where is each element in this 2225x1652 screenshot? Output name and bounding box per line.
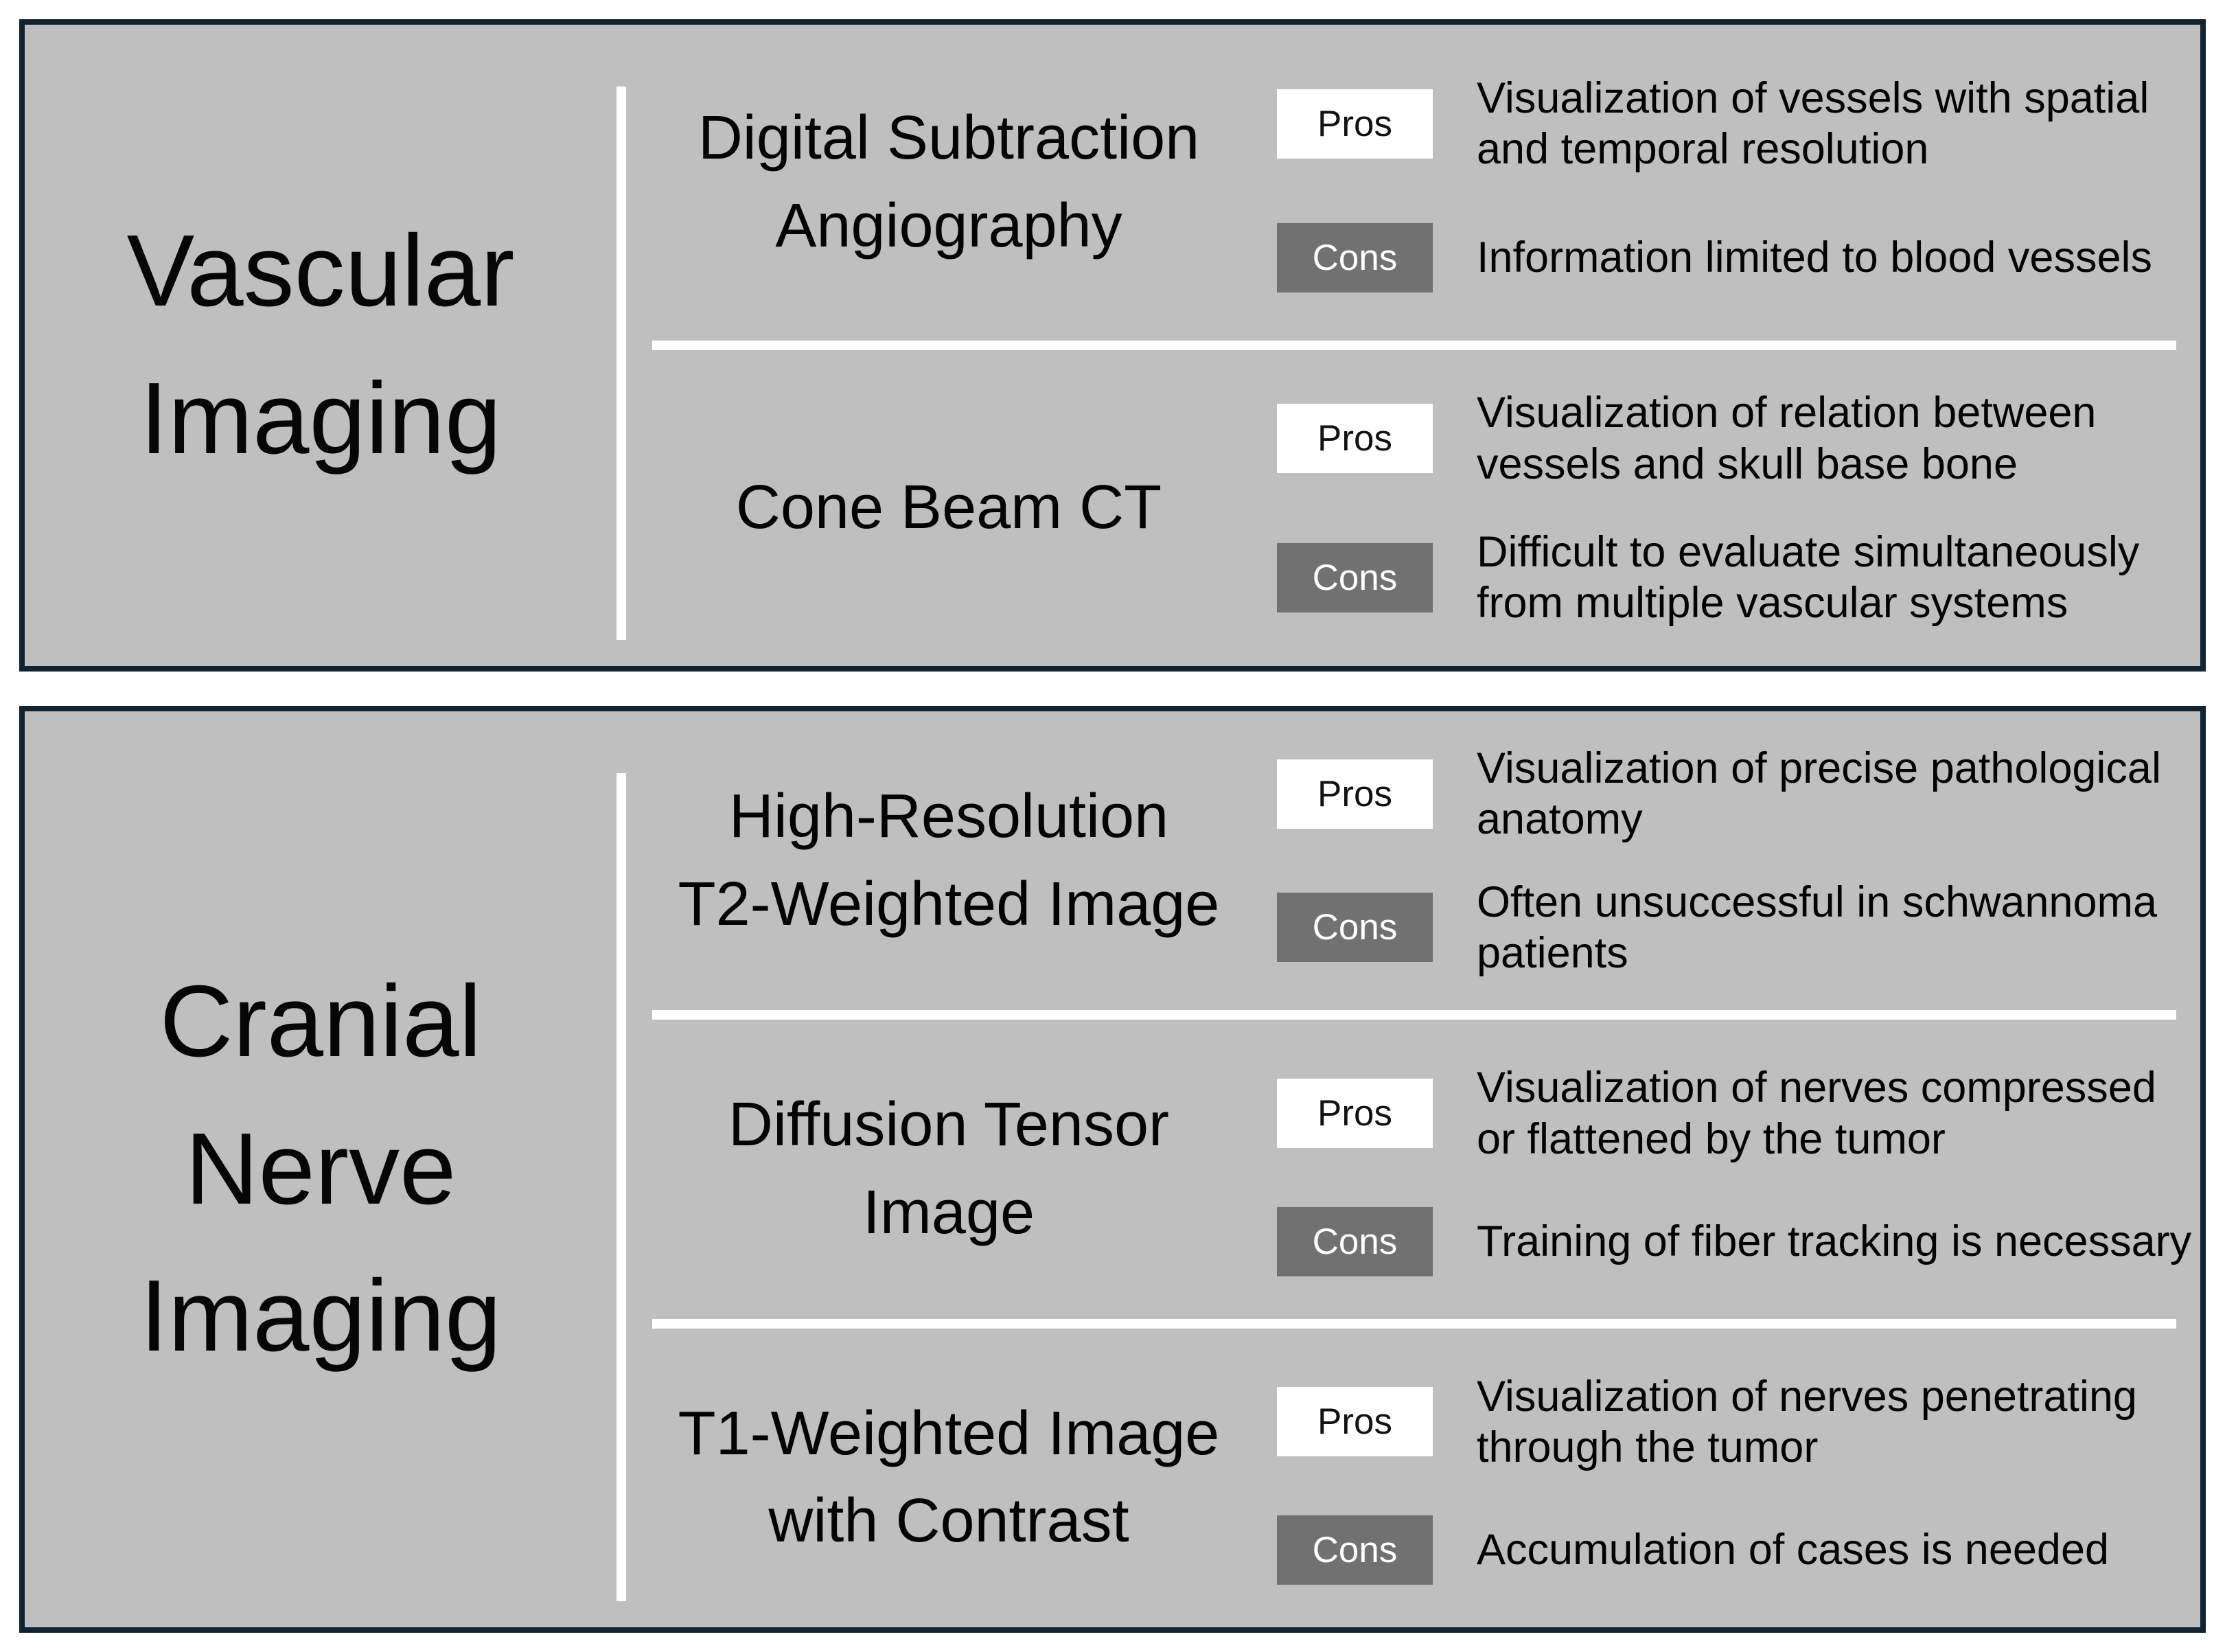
row-t1-weighted-image-with-contrast: T1-Weighted Image with Contrast Pros Vis… [626,1329,2200,1627]
pros-badge: Pros [1277,404,1433,474]
pros-description: Visualization of nerves compressed or fl… [1477,1064,2156,1163]
cons-entry: Cons Difficult to evaluate simultaneousl… [1271,527,2200,629]
pros-entry: Pros Visualization of relation between v… [1271,387,2200,490]
pros-badge: Pros [1277,759,1433,829]
modality-column: Diffusion Tensor Image [626,1020,1271,1318]
pros-cons-entries: Pros Visualization of relation between v… [1271,350,2200,666]
cons-badge: Cons [1277,893,1433,963]
modality-label-line: with Contrast [768,1487,1129,1556]
pros-entry: Pros Visualization of vessels with spati… [1271,73,2200,175]
pros-badge: Pros [1277,1079,1433,1149]
modality-label-line: Image [862,1178,1035,1247]
cons-entry: Cons Often unsuccessful in schwannoma pa… [1271,877,2200,979]
modality-label-line: High-Resolution [728,781,1169,851]
panel-title-column: Vascular Imaging [25,25,616,666]
row-divider [652,1318,2176,1329]
row-digital-subtraction-angiography: Digital Subtraction Angiography Pros Vis… [626,25,2200,341]
modality-column: T1-Weighted Image with Contrast [626,1329,1271,1627]
cons-badge: Cons [1277,542,1433,612]
vertical-divider [616,87,626,640]
row-divider [652,1010,2176,1020]
pros-description: Visualization of relation between vessel… [1477,389,2097,488]
modality-rows: Digital Subtraction Angiography Pros Vis… [626,25,2200,666]
panel-title-line: Imaging [139,1259,502,1373]
cons-description: Difficult to evaluate simultaneously fro… [1477,528,2140,628]
pros-badge: Pros [1277,1387,1433,1457]
pros-cons-entries: Pros Visualization of nerves compressed … [1271,1020,2200,1318]
modality-label-line: Digital Subtraction [698,104,1200,173]
pros-badge: Pros [1277,89,1433,159]
pros-cons-entries: Pros Visualization of precise pathologic… [1271,711,2200,1010]
modality-label: T1-Weighted Image with Contrast [678,1390,1220,1566]
pros-cons-entries: Pros Visualization of nerves penetrating… [1271,1329,2200,1627]
pros-entry: Pros Visualization of precise pathologic… [1271,743,2200,845]
cons-description: Training of fiber tracking is necessary [1477,1217,2192,1266]
cons-badge: Cons [1277,1206,1433,1276]
panel-title-line: Imaging [139,362,502,475]
modality-label-line: Diffusion Tensor [728,1090,1170,1160]
row-cone-beam-ct: Cone Beam CT Pros Visualization of relat… [626,350,2200,666]
row-high-resolution-t2-weighted-image: High-Resolution T2-Weighted Image Pros V… [626,711,2200,1010]
cons-entry: Cons Information limited to blood vessel… [1271,222,2200,292]
cons-badge: Cons [1277,1515,1433,1585]
cons-badge: Cons [1277,222,1433,292]
pros-entry: Pros Visualization of nerves compressed … [1271,1062,2200,1165]
modality-label: High-Resolution T2-Weighted Image [678,773,1220,949]
modality-label-line: T2-Weighted Image [678,869,1220,939]
modality-column: Digital Subtraction Angiography [626,25,1271,341]
cons-description: Often unsuccessful in schwannoma patient… [1477,877,2158,977]
modality-label-line: Cone Beam CT [735,473,1162,542]
modality-label-line: Angiography [775,192,1122,260]
cons-entry: Cons Training of fiber tracking is neces… [1271,1206,2200,1276]
modality-label: Diffusion Tensor Image [728,1081,1169,1257]
pros-description: Visualization of precise pathological an… [1477,744,2161,844]
row-diffusion-tensor-image: Diffusion Tensor Image Pros Visualizatio… [626,1020,2200,1318]
modality-label-line: T1-Weighted Image [678,1399,1220,1468]
panel-title-column: Cranial Nerve Imaging [25,711,616,1627]
vertical-divider [616,773,626,1601]
cons-description: Information limited to blood vessels [1477,233,2152,282]
modality-label: Cone Beam CT [736,464,1162,552]
panel-title: Cranial Nerve Imaging [140,948,502,1390]
pros-cons-entries: Pros Visualization of vessels with spati… [1271,25,2200,341]
pros-description: Visualization of nerves penetrating thro… [1477,1372,2137,1471]
modality-column: Cone Beam CT [626,350,1271,666]
modality-column: High-Resolution T2-Weighted Image [626,711,1271,1010]
cons-description: Accumulation of cases is needed [1477,1526,2110,1574]
modality-label: Digital Subtraction Angiography [698,95,1199,271]
row-divider [652,341,2176,350]
panel-cranial-nerve-imaging: Cranial Nerve Imaging High-Resolution T2… [19,706,2206,1633]
panel-vascular-imaging: Vascular Imaging Digital Subtraction Ang… [19,19,2206,672]
panel-title: Vascular Imaging [127,198,515,492]
panel-title-line: Cranial [159,965,482,1079]
cons-entry: Cons Accumulation of cases is needed [1271,1515,2200,1585]
panel-title-line: Vascular [126,214,515,328]
panel-title-line: Nerve [185,1112,457,1226]
modality-rows: High-Resolution T2-Weighted Image Pros V… [626,711,2200,1627]
pros-description: Visualization of vessels with spatial an… [1477,74,2149,174]
pros-entry: Pros Visualization of nerves penetrating… [1271,1371,2200,1473]
